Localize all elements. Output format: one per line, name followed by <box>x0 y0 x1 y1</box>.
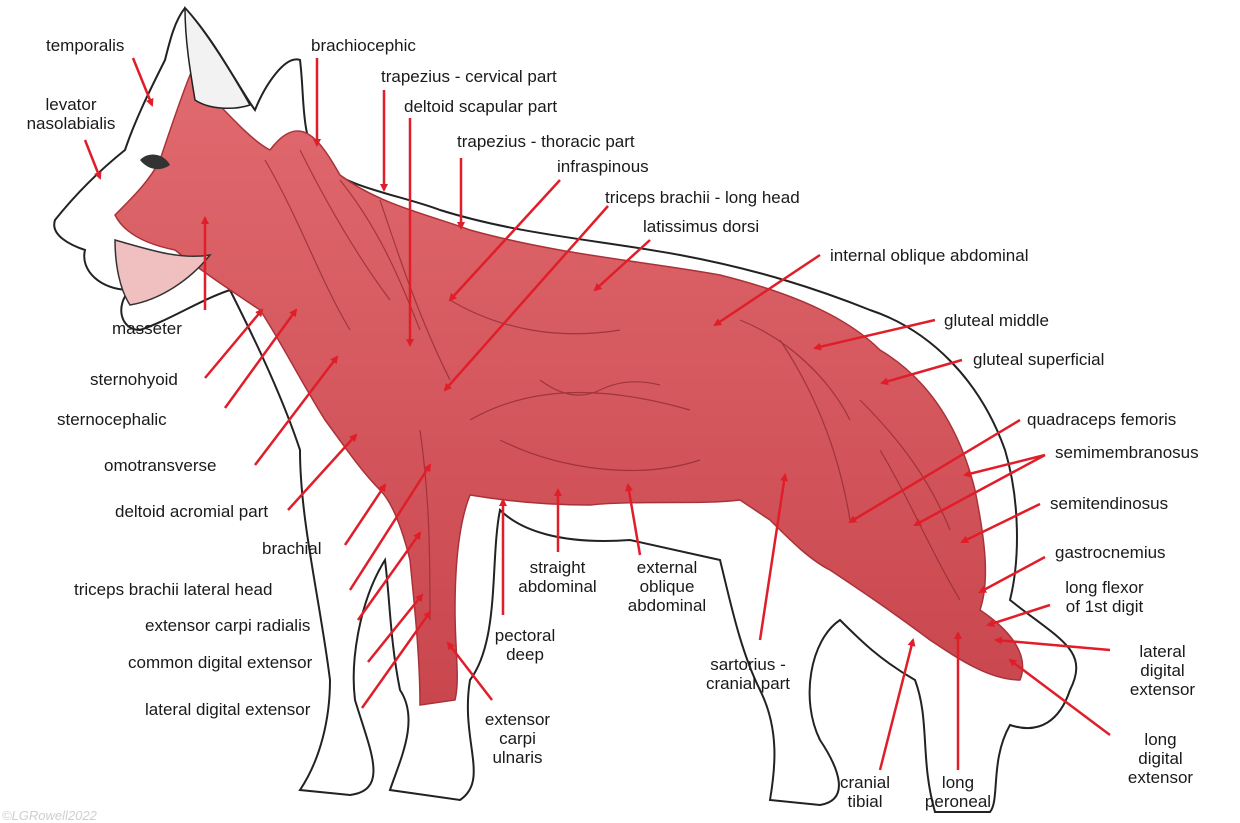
label-brachiocephic: brachiocephic <box>311 36 416 55</box>
label-long-peroneal: long peroneal <box>918 773 998 811</box>
label-extensor-carpi-ulnaris: extensor carpi ulnaris <box>470 710 565 767</box>
label-brachial: brachial <box>262 539 322 558</box>
label-temporalis: temporalis <box>46 36 124 55</box>
label-pectoral-deep: pectoral deep <box>480 626 570 664</box>
label-trapezius-thoracic: trapezius - thoracic part <box>457 132 635 151</box>
label-masseter: masseter <box>112 319 182 338</box>
label-gluteal-superficial: gluteal superficial <box>973 350 1104 369</box>
watermark: ©LGRowell2022 <box>2 808 97 823</box>
label-omotransverse: omotransverse <box>104 456 216 475</box>
label-straight-abdominal: straight abdominal <box>505 558 610 596</box>
label-common-digital-extensor: common digital extensor <box>128 653 312 672</box>
label-deltoid-acromial: deltoid acromial part <box>115 502 268 521</box>
label-cranial-tibial: cranial tibial <box>825 773 905 811</box>
label-semimembranosus: semimembranosus <box>1055 443 1199 462</box>
label-semitendinosus: semitendinosus <box>1050 494 1168 513</box>
label-long-digital-extensor: long digital extensor <box>1113 730 1208 787</box>
arrow-levator <box>85 140 100 178</box>
ear <box>185 8 250 108</box>
label-sartorius: sartorius - cranial part <box>688 655 808 693</box>
label-gastrocnemius: gastrocnemius <box>1055 543 1166 562</box>
label-external-oblique: external oblique abdominal <box>612 558 722 615</box>
label-deltoid-scapular: deltoid scapular part <box>404 97 557 116</box>
label-triceps-long-head: triceps brachii - long head <box>605 188 800 207</box>
label-long-flexor: long flexor of 1st digit <box>1052 578 1157 616</box>
label-lateral-digital-extensor-fore: lateral digital extensor <box>145 700 310 719</box>
label-levator-nasolabialis: levator nasolabialis <box>6 95 136 133</box>
label-infraspinous: infraspinous <box>557 157 649 176</box>
label-trapezius-cervical: trapezius - cervical part <box>381 67 557 86</box>
label-triceps-lateral-head: triceps brachii lateral head <box>74 580 272 599</box>
label-latissimus-dorsi: latissimus dorsi <box>643 217 759 236</box>
label-extensor-carpi-radialis: extensor carpi radialis <box>145 616 310 635</box>
label-lateral-digital-extensor-hind: lateral digital extensor <box>1115 642 1210 699</box>
label-sternohyoid: sternohyoid <box>90 370 178 389</box>
label-sternocephalic: sternocephalic <box>57 410 167 429</box>
label-quadraceps-femoris: quadraceps femoris <box>1027 410 1176 429</box>
label-internal-oblique: internal oblique abdominal <box>830 246 1028 265</box>
label-gluteal-middle: gluteal middle <box>944 311 1049 330</box>
